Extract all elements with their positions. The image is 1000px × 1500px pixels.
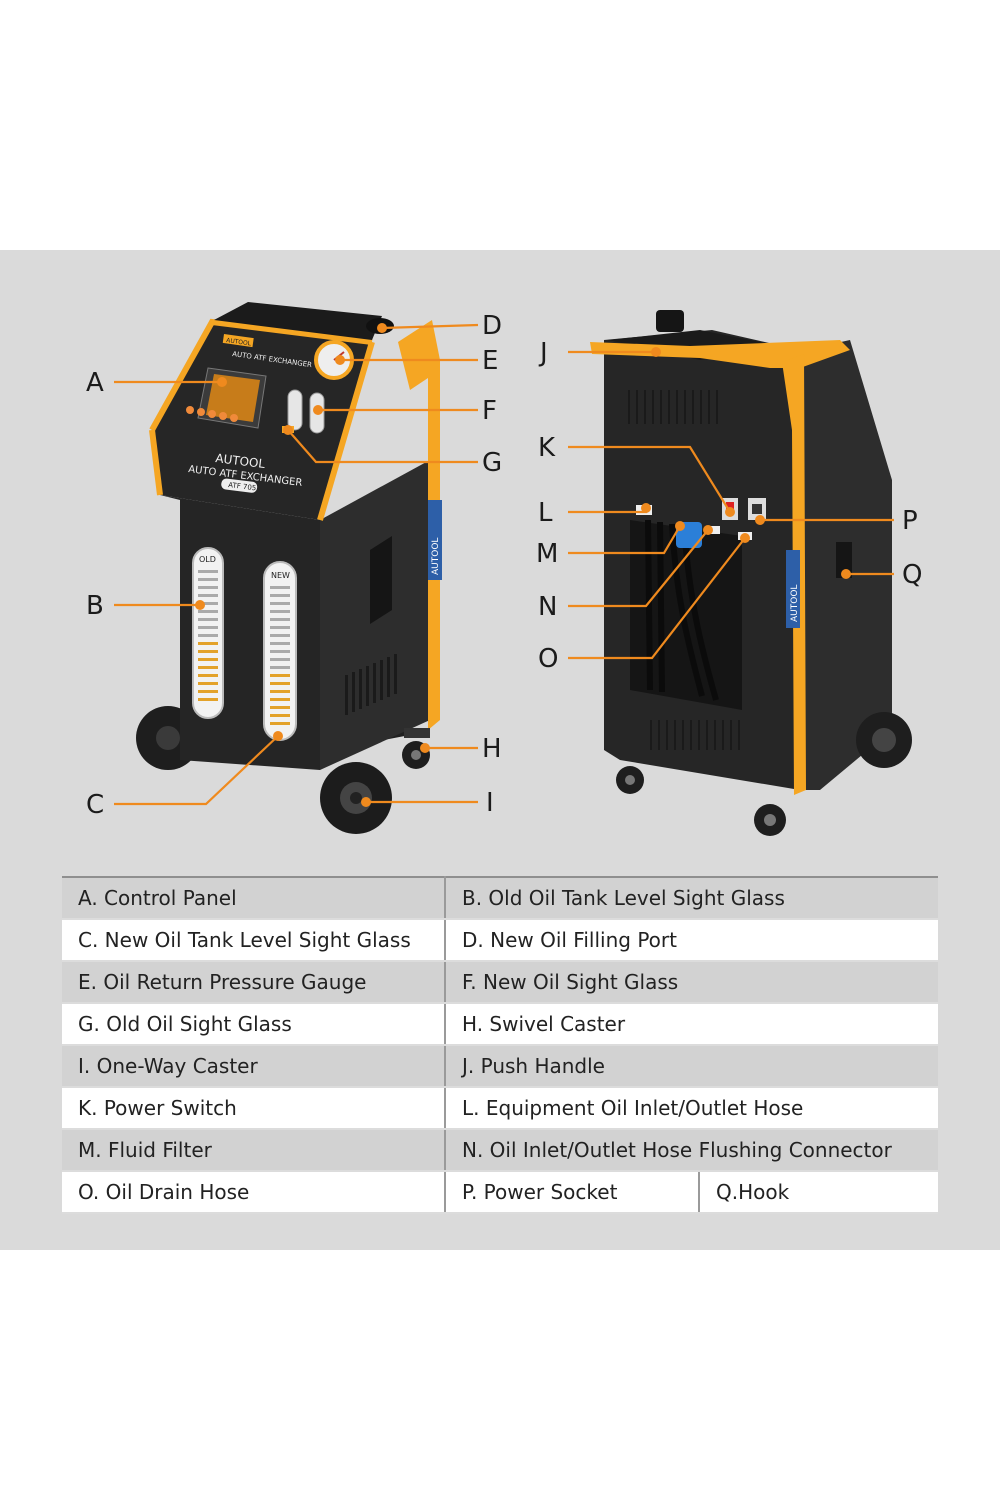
legend-cell: G. Old Oil Sight Glass (62, 1003, 446, 1046)
callout-q: Q (902, 560, 922, 590)
callout-l: L (538, 498, 553, 528)
callout-h: H (482, 734, 502, 764)
new-tank-label: NEW (271, 571, 290, 580)
back-left-caster-hub (625, 775, 635, 785)
legend-cell: N. Oil Inlet/Outlet Hose Flushing Connec… (445, 1129, 938, 1172)
back-view-machine: AUTOOL (590, 310, 912, 836)
side-hook-recess (836, 542, 852, 578)
hoses (645, 519, 719, 701)
legend-cell: C. New Oil Tank Level Sight Glass (62, 919, 446, 962)
side-logo-text: AUTOOL (431, 538, 441, 575)
back-front-caster-hub (764, 814, 776, 826)
back-side-body (760, 340, 892, 790)
callout-j: J (538, 338, 548, 368)
legend-cell: O. Oil Drain Hose (62, 1171, 446, 1214)
legend-cell: A. Control Panel (62, 877, 446, 920)
front-brand-text: AUTOOL (215, 451, 267, 471)
new-tank-level-marks (270, 586, 290, 725)
callout-m: M (536, 539, 558, 569)
old-tank-level-marks (198, 570, 218, 701)
callout-k: K (538, 433, 556, 463)
legend-row: M. Fluid Filter N. Oil Inlet/Outlet Hose… (62, 1129, 938, 1172)
callout-f: F (482, 396, 497, 426)
old-oil-sight-glass-small (287, 389, 303, 431)
old-tank-label: OLD (199, 555, 216, 564)
legend-cell: E. Oil Return Pressure Gauge (62, 961, 446, 1004)
machine-diagram: AUTOOL AUTOOL AUTO ATF EXCHANGER A (86, 302, 922, 836)
callout-c: C (86, 790, 104, 820)
legend-cell: B. Old Oil Tank Level Sight Glass (445, 877, 938, 920)
side-recess (370, 536, 392, 624)
legend-row: K. Power Switch L. Equipment Oil Inlet/O… (62, 1087, 938, 1130)
rear-left-wheel-hub (156, 726, 180, 750)
callout-i: I (486, 788, 494, 818)
callout-leaders (114, 323, 894, 806)
front-view-machine: AUTOOL AUTOOL AUTO ATF EXCHANGER A (136, 302, 442, 834)
legend-row: A. Control Panel B. Old Oil Tank Level S… (62, 877, 938, 920)
head-frame-right (317, 341, 375, 521)
model-badge-text: ATF 705 (228, 481, 257, 492)
back-upper-vent (628, 390, 718, 424)
power-socket-inner (752, 504, 762, 514)
callout-e: E (482, 346, 498, 376)
back-side-logo-text: AUTOOL (790, 585, 800, 622)
head-frame-left (149, 429, 163, 496)
callout-dots (195, 323, 851, 807)
callout-g: G (482, 448, 502, 478)
callout-p: P (902, 506, 918, 536)
brand-badge-text: AUTOOL (226, 337, 252, 347)
side-vent (345, 654, 397, 715)
callout-o: O (538, 644, 558, 674)
legend-cell: I. One-Way Caster (62, 1045, 446, 1088)
legend-cell: F. New Oil Sight Glass (445, 961, 938, 1004)
callout-n: N (538, 592, 557, 622)
back-filling-cap (656, 310, 684, 332)
callout-a: A (86, 368, 104, 398)
legend-cell: H. Swivel Caster (445, 1003, 938, 1046)
legend-cell: K. Power Switch (62, 1087, 446, 1130)
side-logo-plate (428, 500, 442, 580)
legend-cell: M. Fluid Filter (62, 1129, 446, 1172)
back-lower-vent (650, 720, 740, 750)
one-way-caster-axle (350, 792, 362, 804)
legend-cell: J. Push Handle (445, 1045, 938, 1088)
head-frame (149, 318, 373, 432)
brand-badge (222, 334, 254, 348)
back-right-wheel-hub (872, 728, 896, 752)
legend-row: E. Oil Return Pressure Gauge F. New Oil … (62, 961, 938, 1004)
legend-row: O. Oil Drain Hose P. Power Socket Q.Hook (62, 1171, 938, 1214)
callout-d: D (482, 311, 502, 341)
legend-row: I. One-Way Caster J. Push Handle (62, 1045, 938, 1088)
legend-cell: P. Power Socket (445, 1171, 700, 1214)
legend-cell: Q.Hook (699, 1171, 938, 1214)
legend-cell: L. Equipment Oil Inlet/Outlet Hose (445, 1087, 938, 1130)
control-panel-buttons (186, 406, 238, 422)
swivel-caster-mount (404, 728, 430, 738)
legend-cell: D. New Oil Filling Port (445, 919, 938, 962)
model-badge (221, 478, 258, 493)
callout-b: B (86, 591, 104, 621)
legend-table: A. Control Panel B. Old Oil Tank Level S… (62, 876, 938, 1214)
back-side-logo-plate (786, 550, 800, 628)
side-handle-rail (398, 320, 440, 730)
legend-row: G. Old Oil Sight Glass H. Swivel Caster (62, 1003, 938, 1046)
swivel-caster-hub (411, 750, 421, 760)
legend-row: C. New Oil Tank Level Sight Glass D. New… (62, 919, 938, 962)
top-tray (214, 302, 382, 340)
